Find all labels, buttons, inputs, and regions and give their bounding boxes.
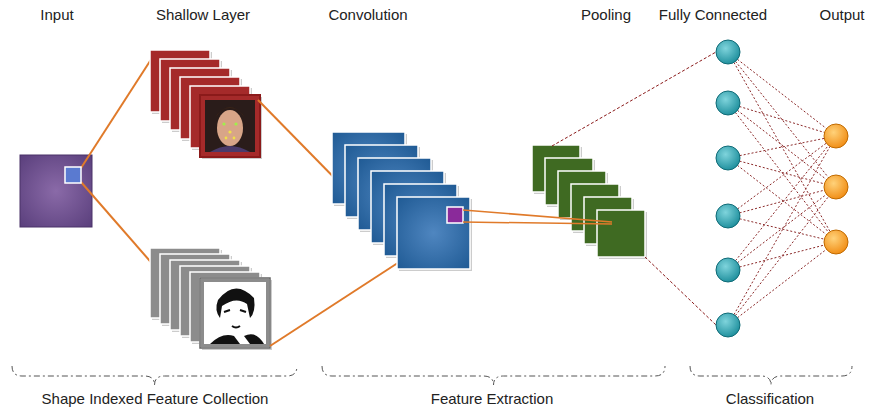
binary-map xyxy=(200,278,270,348)
dense-connection xyxy=(728,52,836,242)
face-photo xyxy=(217,110,243,146)
shallow-map xyxy=(200,95,260,157)
landmark-dot xyxy=(222,122,225,125)
fc-neuron xyxy=(716,313,740,337)
receptive-line xyxy=(81,182,156,268)
section-brace xyxy=(322,366,665,385)
dense-connection xyxy=(728,216,836,242)
dense-connection xyxy=(728,158,836,242)
output-neuron xyxy=(824,175,848,199)
fc-neuron xyxy=(716,258,740,282)
column-heading: Fully Connected xyxy=(659,6,767,24)
dense-connection xyxy=(728,52,836,136)
dense-connection xyxy=(728,187,836,216)
face-shoulders xyxy=(210,146,250,152)
landmark-dot xyxy=(225,137,228,140)
binary-hair xyxy=(216,288,254,318)
column-heading: Pooling xyxy=(581,6,631,24)
dense-connection xyxy=(728,136,836,158)
column-heading: Input xyxy=(40,6,73,24)
receptive-line xyxy=(463,210,612,222)
column-heading: Output xyxy=(819,6,864,24)
dense-connection xyxy=(728,187,836,325)
binary-face xyxy=(224,310,246,328)
dense-connection xyxy=(728,103,836,242)
section-label: Classification xyxy=(726,390,814,408)
binary-photo xyxy=(204,282,266,344)
dense-connection xyxy=(728,187,836,270)
input-map xyxy=(20,155,92,227)
face-photo xyxy=(205,100,255,152)
dense-connection xyxy=(728,103,836,136)
shallow-map-border xyxy=(200,95,260,157)
landmark-dot xyxy=(234,122,237,125)
input-patch xyxy=(65,167,81,183)
binary-map-border xyxy=(200,278,270,348)
landmark-dot xyxy=(228,130,231,133)
dense-connection xyxy=(728,136,836,270)
fc-neuron xyxy=(716,146,740,170)
fc-neuron xyxy=(716,40,740,64)
receptive-line xyxy=(270,255,410,346)
shallow-map-shadow xyxy=(202,97,262,159)
binary-shoulder xyxy=(210,335,240,344)
section-brace xyxy=(12,366,297,385)
receptive-line xyxy=(463,222,612,224)
dense-connection xyxy=(728,158,836,187)
conv-patch xyxy=(447,207,463,223)
output-neuron xyxy=(824,230,848,254)
flatten-line xyxy=(552,52,716,146)
dense-connection xyxy=(728,242,836,270)
fc-neuron xyxy=(716,204,740,228)
face-hair xyxy=(215,107,245,118)
dense-connection xyxy=(728,136,836,325)
binary-shoulder xyxy=(244,334,264,344)
landmark-dot xyxy=(233,137,236,140)
binary-map-shadow xyxy=(202,280,272,350)
dense-connection xyxy=(728,242,836,325)
receptive-line xyxy=(81,58,152,168)
section-label: Shape Indexed Feature Collection xyxy=(42,390,269,408)
column-heading: Convolution xyxy=(328,6,407,24)
conv-map xyxy=(397,197,470,269)
dense-connection xyxy=(728,103,836,187)
section-brace xyxy=(690,366,852,385)
output-neuron xyxy=(824,124,848,148)
dense-connection xyxy=(728,136,836,216)
input-border xyxy=(20,155,92,227)
flatten-line xyxy=(645,257,716,325)
section-label: Feature Extraction xyxy=(431,390,554,408)
column-heading: Shallow Layer xyxy=(156,6,250,24)
fc-neuron xyxy=(716,91,740,115)
dense-connection xyxy=(728,52,836,187)
pool-map xyxy=(597,210,645,257)
